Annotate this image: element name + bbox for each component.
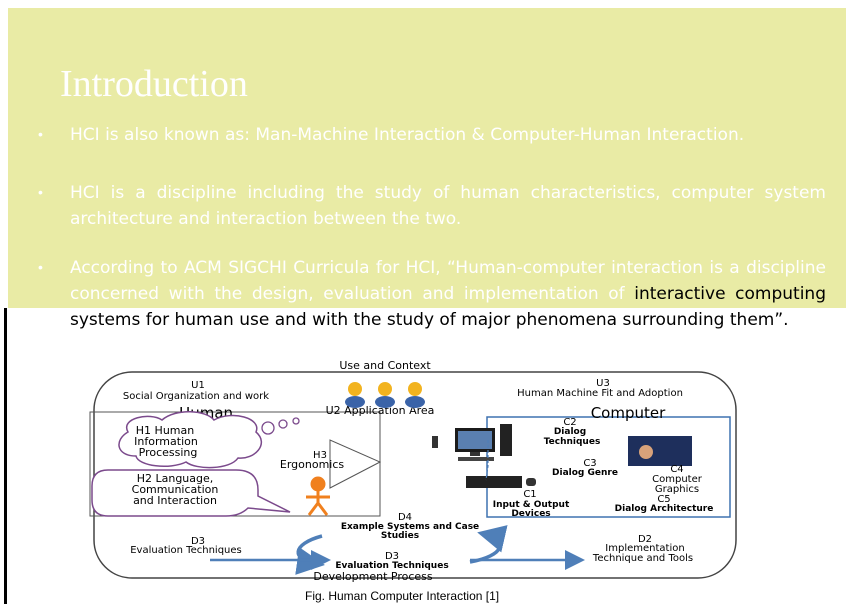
h2-line1: H2 Language,	[137, 472, 214, 485]
human-label: Human	[179, 404, 233, 422]
h1-line3: Processing	[139, 446, 198, 459]
computer-link-line	[485, 440, 489, 481]
h2-speech-bubble	[91, 469, 291, 517]
d4-line2: Studies	[381, 531, 419, 541]
d2-line1: Implementation	[605, 543, 684, 554]
dev-process-label: Development Process	[313, 570, 433, 583]
c3-code: C3	[583, 458, 596, 469]
h2-line3: and Interaction	[133, 494, 217, 507]
c4-line2: Graphics	[655, 484, 699, 495]
c2-code: C2	[563, 417, 576, 428]
u3-label: Human Machine Fit and Adoption	[517, 388, 683, 399]
bullet-text-3: According to ACM SIGCHI Curricula for HC…	[70, 255, 826, 333]
u2-label: U2 Application Area	[326, 404, 435, 417]
graphics-image	[628, 436, 692, 466]
c4-line1: Computer	[652, 474, 703, 485]
bullet-text-3-part-a: According to ACM SIGCHI Curricula for HC…	[70, 258, 826, 304]
bullet-text-1: HCI is also known as: Man-Machine Intera…	[70, 125, 745, 145]
c1-line1: Input & Output	[493, 500, 570, 510]
computer-box	[486, 416, 731, 518]
d2-code: D2	[638, 534, 652, 545]
use-context-label: Use and Context	[339, 359, 431, 372]
h1-line1: H1 Human	[136, 424, 194, 437]
keyboard-icon	[466, 476, 536, 488]
d4-code: D4	[398, 512, 412, 523]
c4-code: C4	[670, 464, 683, 475]
d3b-label: Evaluation Techniques	[335, 561, 448, 571]
u1-label: Social Organization and work	[123, 391, 269, 402]
bullet-marker-3: •	[38, 259, 43, 275]
person-icon	[306, 476, 330, 516]
h1-line2: Information	[134, 435, 198, 448]
title-banner	[8, 8, 846, 308]
c2-line1: Dialog	[554, 427, 586, 437]
human-box-pointer	[329, 439, 382, 489]
bullet-text-2: HCI is a discipline including the study …	[70, 183, 826, 229]
process-cycle-arrows	[210, 525, 585, 575]
computer-label: Computer	[591, 404, 666, 422]
h3-label: Ergonomics	[280, 458, 345, 471]
u1-code: U1	[191, 380, 205, 391]
d3-code: D3	[191, 536, 205, 547]
human-box	[89, 411, 381, 517]
c1-line2: Devices	[511, 509, 550, 519]
graphics-face-icon	[639, 445, 653, 459]
users-icon	[345, 382, 425, 408]
d3b-code: D3	[385, 551, 399, 562]
u3-code: U3	[596, 378, 610, 389]
c5-label: Dialog Architecture	[615, 504, 714, 514]
d3-label: Evaluation Techniques	[130, 545, 242, 556]
desktop-computer-icon	[432, 424, 512, 461]
h2-line2: Communication	[132, 483, 219, 496]
left-border-line	[4, 308, 7, 604]
d4-line1: Example Systems and Case	[341, 522, 479, 532]
h3-code: H3	[313, 450, 327, 461]
d2-line2: Technique and Tools	[592, 553, 693, 564]
bullet-marker-2: •	[38, 184, 43, 200]
c3-label: Dialog Genre	[552, 468, 618, 478]
bullet-marker-1: •	[38, 126, 43, 142]
bullet-text-3-part-b: interactive computing systems for human …	[70, 284, 826, 330]
use-context-frame	[93, 371, 737, 579]
c2-line2: Techniques	[544, 437, 601, 447]
figure-caption: Fig. Human Computer Interaction [1]	[305, 589, 500, 603]
slide-title: Introduction	[60, 63, 248, 105]
c5-code: C5	[657, 494, 670, 505]
h1-thought-cloud	[118, 411, 300, 469]
c1-code: C1	[523, 489, 536, 500]
